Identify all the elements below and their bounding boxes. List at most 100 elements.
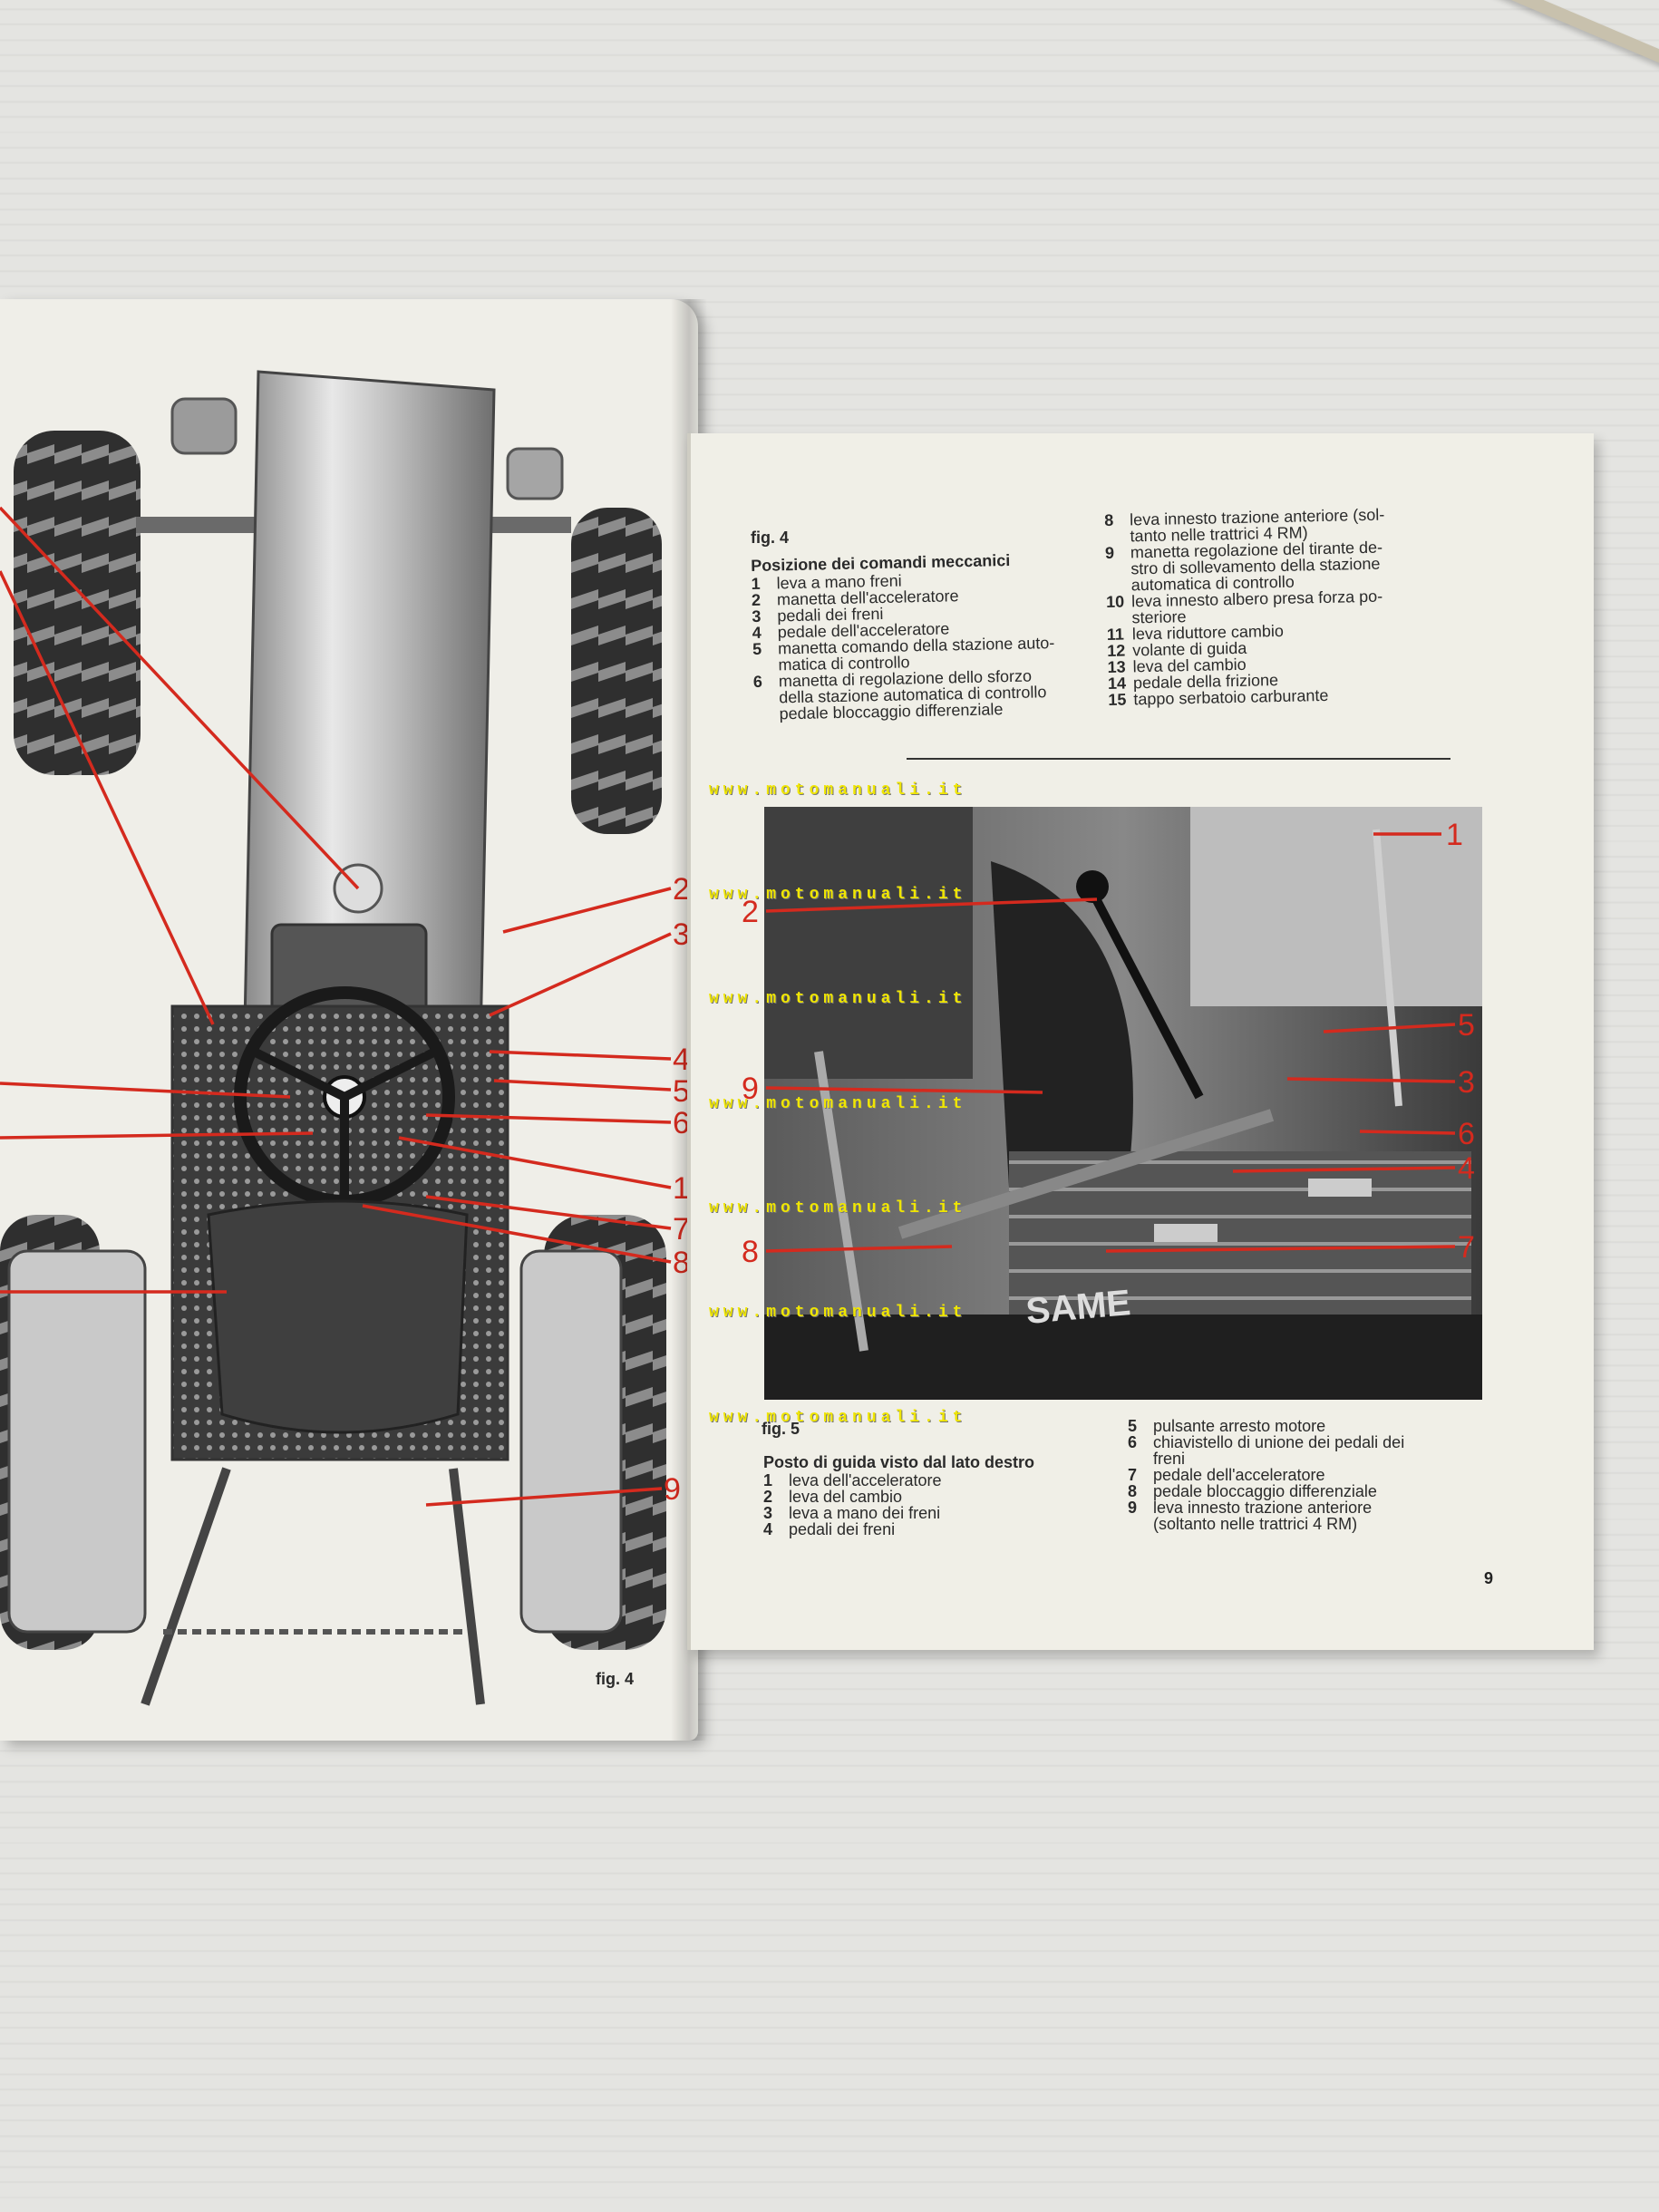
- background-rod: [1282, 0, 1659, 116]
- fig5-callout-7: 7: [1458, 1230, 1475, 1265]
- fig4-callout-5: 5: [673, 1074, 690, 1109]
- fig4-legend-item-number: 11: [1106, 625, 1125, 644]
- fig5-heading: Posto di guida visto dal lato destro: [763, 1453, 1035, 1471]
- fig5-photo-illustration: SAME: [764, 807, 1482, 1400]
- fig5-legend-item: 3 leva a mano dei freni: [763, 1505, 1034, 1521]
- fig4-legend-item-number: [752, 656, 778, 674]
- fig4-callout-6: 6: [673, 1106, 690, 1140]
- watermark-4: www.motomanuali.it: [709, 1095, 967, 1113]
- fig5-legend-item-number: 1: [763, 1471, 773, 1489]
- fig5-legend-item: (soltanto nelle trattrici 4 RM): [1128, 1516, 1404, 1532]
- fig4-legend-item-number: 15: [1108, 690, 1127, 709]
- fig5-legend-item-text: (soltanto nelle trattrici 4 RM): [1153, 1515, 1358, 1533]
- fig5-callout-1: 1: [1446, 818, 1463, 852]
- fig5-legend-col2: 5 pulsante arresto motore 6 chiavistello di…: [1128, 1418, 1404, 1532]
- fig5-legend-item-number: [1128, 1516, 1153, 1532]
- watermark-3: www.motomanuali.it: [709, 990, 967, 1008]
- fig5-legend-item-text: pedale bloccaggio differenziale: [1153, 1482, 1377, 1500]
- fig4-legend-item-number: 14: [1107, 674, 1127, 693]
- seat: [207, 1199, 469, 1434]
- front-left-tire: [14, 431, 141, 775]
- fig5-legend-item: 9 leva innesto trazione anteriore: [1128, 1499, 1404, 1516]
- fig4-legend-item-number: 10: [1105, 592, 1125, 611]
- fig5-legend-item: freni: [1128, 1450, 1404, 1467]
- same-brand-logo: SAME: [1024, 1283, 1132, 1332]
- fig5-legend-item-number: 4: [763, 1520, 773, 1538]
- fig5-legend-item-text: leva dell'acceleratore: [789, 1471, 942, 1489]
- fig5-legend-col1: Posto di guida visto dal lato destro 1 le…: [763, 1454, 1034, 1538]
- fig5-callout-4: 4: [1458, 1151, 1475, 1186]
- fig5-legend-item: 8 pedale bloccaggio differenziale: [1128, 1483, 1404, 1499]
- fig4-callout-8: 8: [673, 1246, 690, 1280]
- fig5-callout-8: 8: [742, 1235, 759, 1269]
- fig5-legend-item: 1 leva dell'acceleratore: [763, 1472, 1034, 1489]
- fig4-legend-item-number: [1105, 560, 1130, 577]
- fig4-callout-9: 9: [664, 1472, 681, 1507]
- fig5-legend-item-text: chiavistello di unione dei pedali dei: [1153, 1433, 1405, 1451]
- fig5-legend-item-text: pedali dei freni: [789, 1520, 896, 1538]
- left-page: 2 3 4 5 6 1 7 8 9 fig. 4: [0, 299, 698, 1741]
- fig4-callout-1: 1: [673, 1171, 690, 1206]
- fig5-legend-item: 5 pulsante arresto motore: [1128, 1418, 1404, 1434]
- fig4-legend-item-number: [1104, 528, 1130, 545]
- fig4-callout-numbers: 2 3 4 5 6 1 7 8 9: [664, 872, 690, 1507]
- fig5-legend-item: 6 chiavistello di unione dei pedali dei: [1128, 1434, 1404, 1450]
- tractor-top-view-illustration: 2 3 4 5 6 1 7 8 9: [0, 370, 690, 1706]
- fig5-callouts: 1 2 5 9 3 6 4 8 7: [742, 818, 1475, 1269]
- fig4-legend-item-number: 2: [751, 590, 762, 609]
- fig4-legend-item-number: 12: [1106, 641, 1126, 660]
- page-number: 9: [1484, 1569, 1494, 1587]
- fig4-legend-item-number: 6: [752, 672, 763, 691]
- fig5-legend-item-number: 9: [1128, 1499, 1138, 1517]
- fig4-legend-item-number: 4: [752, 623, 762, 642]
- fig5-legend-item: 2 leva del cambio: [763, 1489, 1034, 1505]
- fig5-legend-item-number: 3: [763, 1504, 773, 1522]
- fig4-caption: fig. 4: [751, 529, 790, 547]
- fig5-legend-item-number: [1128, 1450, 1153, 1467]
- fig4-bottom-caption: fig. 4: [596, 1670, 635, 1688]
- fig4-callout-2: 2: [673, 872, 690, 907]
- fig4-legend-item-number: 3: [752, 606, 762, 626]
- watermark-2: www.motomanuali.it: [709, 886, 967, 904]
- fig5-legend-item-text: pedale dell'acceleratore: [1153, 1466, 1325, 1484]
- fig5-callout-2: 2: [742, 895, 759, 929]
- fig5-callout-6: 6: [1458, 1117, 1475, 1151]
- fig5-legend-item-text: leva innesto trazione anteriore: [1153, 1499, 1373, 1517]
- fig4-legend-item-number: 9: [1104, 543, 1115, 562]
- fig4-callout-lines: [0, 506, 672, 1507]
- section-divider: [907, 758, 1450, 760]
- watermark-7: www.motomanuali.it: [709, 1409, 967, 1427]
- fig5-legend-item-text: leva del cambio: [789, 1488, 903, 1506]
- watermark-5: www.motomanuali.it: [709, 1199, 967, 1218]
- fig4-legend-item-number: 8: [1103, 510, 1114, 529]
- fig5-callout-3: 3: [1458, 1065, 1475, 1100]
- fig5-callout-9: 9: [742, 1072, 759, 1106]
- fig4-legend-item-number: [1106, 609, 1131, 626]
- fig4-legend-item-text: tappo serbatoio carburante: [1133, 685, 1329, 709]
- watermark-6: www.motomanuali.it: [709, 1304, 967, 1322]
- fig5-legend-item-number: 8: [1128, 1482, 1138, 1500]
- fig5-legend-item-text: leva a mano dei freni: [789, 1504, 941, 1522]
- fig4-callout-7: 7: [673, 1212, 690, 1247]
- fig4-legend-item-number: 1: [751, 574, 761, 593]
- fig5-callout-5: 5: [1458, 1008, 1475, 1043]
- fig4-legend-item-number: [1106, 577, 1131, 594]
- fig5-legend-item-number: 7: [1128, 1466, 1138, 1484]
- front-right-tire: [571, 508, 662, 834]
- fig5-legend-item-text: pulsante arresto motore: [1153, 1417, 1326, 1435]
- fig4-legend-item-number: 5: [752, 639, 762, 658]
- fig5-legend-item-number: 6: [1128, 1433, 1138, 1451]
- fig4-legend-item-number: [753, 705, 779, 723]
- fig4-legend-item-number: 13: [1107, 657, 1126, 676]
- fig5-driver-station-photo: SAME: [764, 807, 1482, 1400]
- fig5-legend-item: 7 pedale dell'acceleratore: [1128, 1467, 1404, 1483]
- fig4-callout-3: 3: [673, 917, 690, 952]
- fig4-legend-item-text: pedale bloccaggio differenziale: [779, 700, 1004, 723]
- fig5-caption: fig. 5: [762, 1420, 800, 1438]
- fig5-legend-item-number: 2: [763, 1488, 773, 1506]
- watermark-1: www.motomanuali.it: [709, 781, 967, 800]
- fig5-legend-item-text: freni: [1153, 1450, 1186, 1468]
- fig5-legend-item-number: 5: [1128, 1417, 1138, 1435]
